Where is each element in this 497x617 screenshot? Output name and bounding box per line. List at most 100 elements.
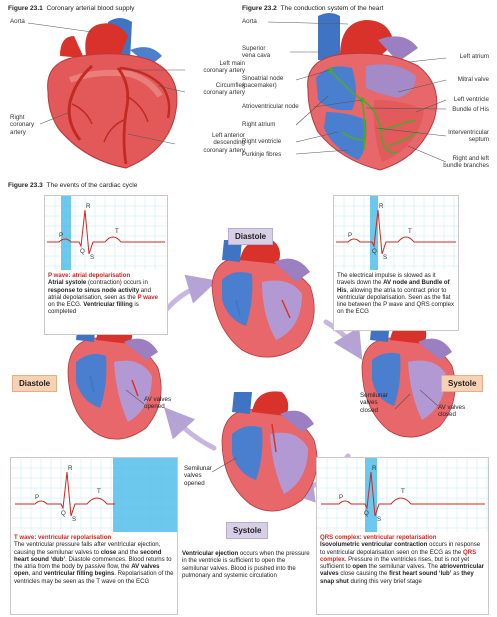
phase-systole-bottom: Systole: [226, 522, 269, 539]
text-run: AV node and Bundle of His: [337, 279, 450, 294]
text-run: during this very brief stage: [348, 577, 422, 585]
ventricular-ejection-text: Ventricular ejection occurs when the pre…: [182, 550, 310, 579]
label-aorta-1: Aorta: [10, 18, 25, 25]
figure-23-1-title: Figure 23.1 Coronary arterial blood supp…: [8, 5, 135, 12]
ecg3-q: Q: [61, 510, 66, 517]
text-run: AV valves open: [14, 563, 160, 578]
label-right-ventricle: Right ventricle: [242, 138, 282, 145]
panel-av-delay-text: The electrical impulse is slowed as it t…: [337, 272, 455, 316]
heart-diastole-top: [211, 239, 315, 358]
text-run: second heart sound ‘dub’: [14, 548, 162, 563]
phase-diastole-left: Diastole: [12, 375, 58, 392]
ventricular-ejection-body: Ventricular ejection occurs when the pre…: [182, 550, 310, 579]
ecg1-q: Q: [80, 248, 85, 255]
ecg4-q: Q: [364, 510, 369, 517]
text-run: and atrial depolarisation, seen as the: [48, 286, 151, 301]
ecg3-r: R: [68, 465, 73, 472]
text-run: atrioventricular valves: [320, 563, 485, 578]
panel-p-wave-text: P wave: atrial depolarisation Atrial sys…: [48, 272, 164, 316]
phase-systole-right: Systole: [441, 375, 484, 392]
text-run: response to sinus node activity: [48, 286, 140, 294]
label-sinoatrial-node: Sinoatrial node(pacemaker): [242, 75, 284, 90]
text-run: the semilunar valves. The: [366, 563, 440, 571]
figure-23-3-title: Figure 23.3 The events of the cardiac cy…: [8, 182, 138, 189]
text-run: Ventricular filling: [83, 301, 133, 309]
text-run: they snap shut: [320, 570, 474, 585]
ecg-qrs-complex: [317, 458, 488, 532]
text-run: The ventricular pressure falls after ven…: [14, 541, 161, 556]
text-run: ventricular filling begins: [43, 570, 115, 578]
ecg3-p: P: [35, 494, 40, 501]
panel-av-delay: P Q R S T The electrical impulse is slow…: [333, 195, 459, 331]
label-aorta-2: Aorta: [242, 18, 257, 25]
ecg4-p: P: [339, 494, 344, 501]
text-run: . Diastole commences. Blood returns to t…: [14, 555, 172, 571]
panel-t-wave-text: T wave: ventricular repolarisation The v…: [14, 534, 174, 585]
ecg-p-wave: [45, 196, 167, 270]
label-right-atrium: Right atrium: [242, 121, 276, 128]
text-run: first heart sound ‘lub’: [389, 570, 452, 578]
cycle-arrow-4: [163, 407, 217, 451]
panel-p-wave: P Q R S T P wave: atrial depolarisation …: [44, 195, 168, 335]
text-run: occurs when the pressure in the ventricl…: [182, 550, 310, 579]
ecg1-t: T: [115, 228, 119, 235]
ecg1-s: S: [90, 254, 95, 261]
text-run: , allowing the atria to contract prior t…: [337, 286, 455, 316]
cycle-arrow-2: [323, 319, 363, 361]
panel-p-wave-body: Atrial systole (contraction) occurs in r…: [48, 279, 164, 315]
text-run: Isovolumetric ventricular contraction: [320, 541, 428, 549]
text-run: The electrical impulse is slowed as it t…: [337, 272, 436, 287]
label-atrioventricular-node: Atrioventricular node: [242, 103, 299, 110]
ecg2-t: T: [408, 228, 412, 235]
ecg-t-wave: [11, 458, 177, 532]
label-mitral-valve: Mitral valve: [457, 76, 489, 83]
panel-t-wave-body: The ventricular pressure falls after ven…: [14, 541, 174, 585]
heart-systole-bottom: [221, 391, 318, 512]
text-run: . Pressure in the ventricles rises, but …: [320, 555, 470, 571]
circumflex-artery: [119, 66, 171, 119]
ecg1-p: P: [59, 232, 64, 239]
text-run: as: [451, 570, 462, 578]
text-run: occurs in response to ventricular depola…: [320, 541, 481, 556]
text-run: is completed: [48, 301, 139, 316]
text-run: and the: [116, 548, 141, 556]
text-run: P wave: [137, 293, 158, 301]
label-purkinje-fibres: Purkinje fibres: [242, 151, 282, 158]
ecg4-r: R: [372, 465, 377, 472]
text-run: close: [100, 548, 117, 556]
text-run: , and: [28, 570, 44, 578]
label-left-ventricle: Left ventricle: [453, 96, 489, 103]
phase-diastole-top: Diastole: [228, 228, 274, 245]
text-run: . Repolarisation of the ventricles may b…: [14, 570, 174, 585]
text-run: QRS complex: [320, 548, 477, 563]
panel-av-delay-body: The electrical impulse is slowed as it t…: [337, 272, 455, 316]
lad-artery: [116, 67, 130, 165]
ecg3-t: T: [97, 488, 101, 495]
panel-qrs-text: QRS complex: ventricular repolarisation …: [320, 534, 485, 585]
text-run: open: [352, 563, 367, 571]
pulmonary-artery: [130, 47, 162, 66]
ecg4-t: T: [401, 488, 405, 495]
aorta-arch: [85, 23, 128, 62]
coronary-heart-illustration: [27, 18, 186, 169]
conduction-pathway: [329, 69, 419, 154]
panel-t-wave: P Q R S T T wave: ventricular repolarisa…: [10, 457, 178, 615]
ecg1-r: R: [86, 203, 91, 210]
ecg4-s: S: [377, 516, 382, 523]
label-left-atrium: Left atrium: [459, 53, 489, 60]
text-run: on the ECG.: [48, 301, 84, 309]
label-bundle-of-his: Bundle of His: [452, 106, 489, 113]
panel-qrs-complex: P Q R S T QRS complex: ventricular repol…: [316, 457, 489, 615]
ecg2-r: R: [379, 203, 384, 210]
